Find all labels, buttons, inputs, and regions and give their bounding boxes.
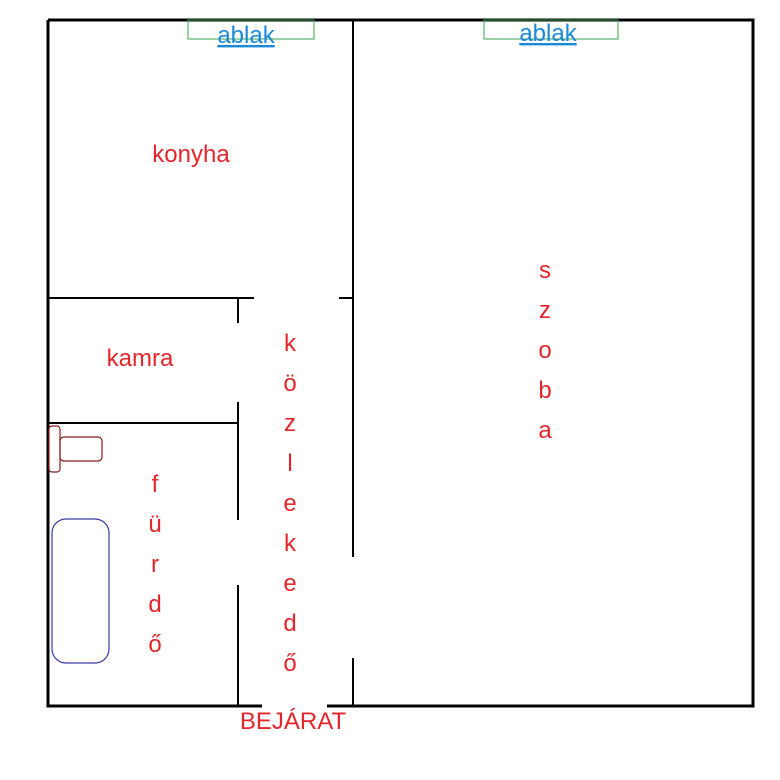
room-label-bathroom-letter: ő: [148, 631, 161, 658]
toilet-bowl: [59, 436, 103, 462]
room-label-bathroom-letter: d: [148, 591, 161, 618]
room-label-kitchen: konyha: [152, 141, 230, 168]
room-label-corridor-letter: d: [283, 610, 296, 637]
window-label: ablak: [519, 20, 577, 47]
bathtub: [51, 518, 110, 664]
room-label-corridor-letter: ö: [283, 370, 296, 397]
window-frame-room: [483, 19, 619, 40]
room-label-corridor-letter: l: [287, 450, 292, 477]
room-label-corridor-letter: e: [283, 570, 296, 597]
room-label-corridor-letter: k: [284, 530, 297, 557]
room-label-room-letter: o: [538, 337, 551, 364]
room-label-corridor-letter: k: [284, 330, 297, 357]
room-label-room-letter: s: [539, 257, 551, 284]
room-label-room-letter: a: [538, 417, 552, 444]
entrance-label: BEJÁRAT: [240, 708, 347, 735]
toilet-tank: [48, 425, 61, 473]
room-label-corridor-letter: z: [284, 410, 296, 437]
room-label-bathroom-letter: f: [152, 471, 159, 498]
room-label-room-letter: b: [538, 377, 551, 404]
room-label-corridor-letter: e: [283, 490, 296, 517]
room-label-bathroom-letter: ü: [148, 511, 161, 538]
room-label-corridor-letter: ő: [283, 650, 296, 677]
room-label-room-letter: z: [539, 297, 551, 324]
window-frame-kitchen: [187, 19, 315, 40]
room-label-bathroom-letter: r: [151, 551, 159, 578]
room-label-pantry: kamra: [107, 345, 174, 372]
window-label: ablak: [217, 22, 275, 49]
outer-wall: [46, 18, 755, 708]
